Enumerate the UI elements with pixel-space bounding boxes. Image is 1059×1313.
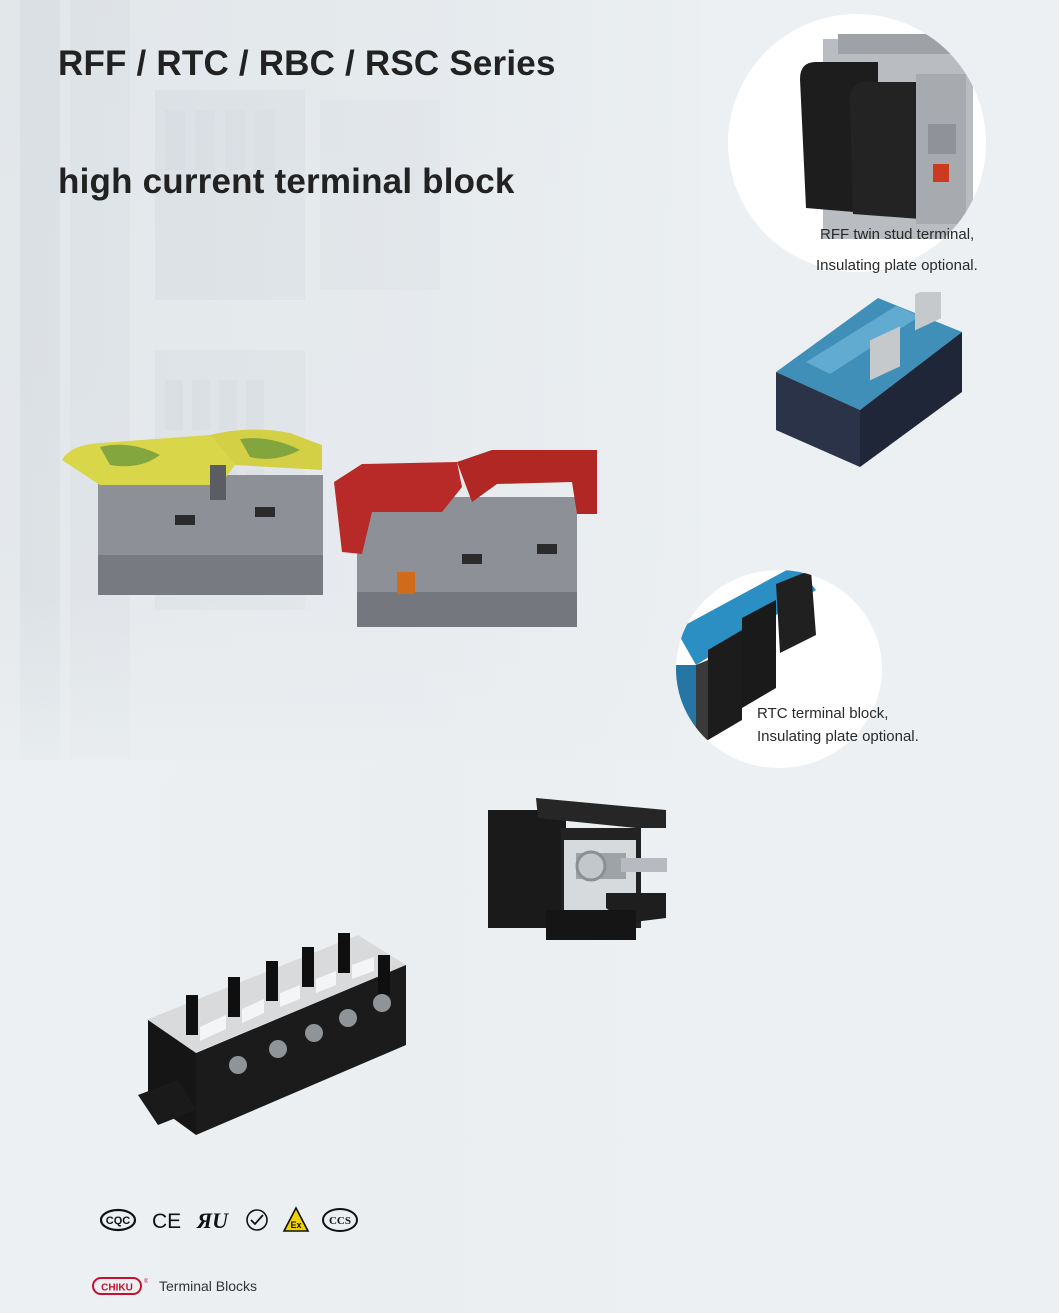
svg-text:CE: CE <box>152 1210 181 1233</box>
ccs-mark-icon: CCS <box>322 1208 358 1232</box>
svg-text:Ex: Ex <box>290 1220 301 1230</box>
svg-text:ЯU: ЯU <box>196 1208 229 1233</box>
svg-text:CCS: CCS <box>329 1215 351 1227</box>
certification-logos: CQC CE ЯU Ex CCS <box>100 1206 358 1233</box>
rff-ground-terminal-image <box>62 429 323 595</box>
rtc-caption-line1: RTC terminal block, <box>757 705 889 722</box>
rff-caption-line2: Insulating plate optional. <box>816 257 978 274</box>
ex-mark-icon: Ex <box>282 1206 310 1232</box>
rsc-stud-terminal-image <box>488 798 667 940</box>
rff-insulating-plate-image <box>800 34 973 239</box>
rff-caption-line1: RFF twin stud terminal, <box>820 226 975 243</box>
rff-red-terminal-image <box>334 450 597 627</box>
rtc-insulating-plate-image <box>676 570 816 768</box>
chiku-logo: CHIKU ® <box>92 1277 148 1295</box>
svg-text:CQC: CQC <box>106 1215 131 1227</box>
rtc-blue-cover-block-image <box>776 292 962 467</box>
ur-mark-icon: ЯU <box>196 1208 229 1233</box>
rff-detail-circle <box>728 14 986 272</box>
rbc-barrier-terminal-strip-image <box>138 933 406 1135</box>
brand-registered-mark: ® <box>144 1278 148 1285</box>
page-subtitle: high current terminal block <box>58 162 515 201</box>
ce-mark-icon: CE <box>152 1210 181 1233</box>
cqc-mark-icon: CQC <box>100 1208 137 1232</box>
brand-name: CHIKU <box>101 1283 133 1294</box>
rtc-caption-line2: Insulating plate optional. <box>757 728 919 745</box>
footer-text: Terminal Blocks <box>159 1278 258 1294</box>
rohs-mark-icon <box>246 1209 268 1231</box>
page-title: RFF / RTC / RBC / RSC Series <box>58 44 556 83</box>
rtc-detail-circle <box>676 570 882 768</box>
